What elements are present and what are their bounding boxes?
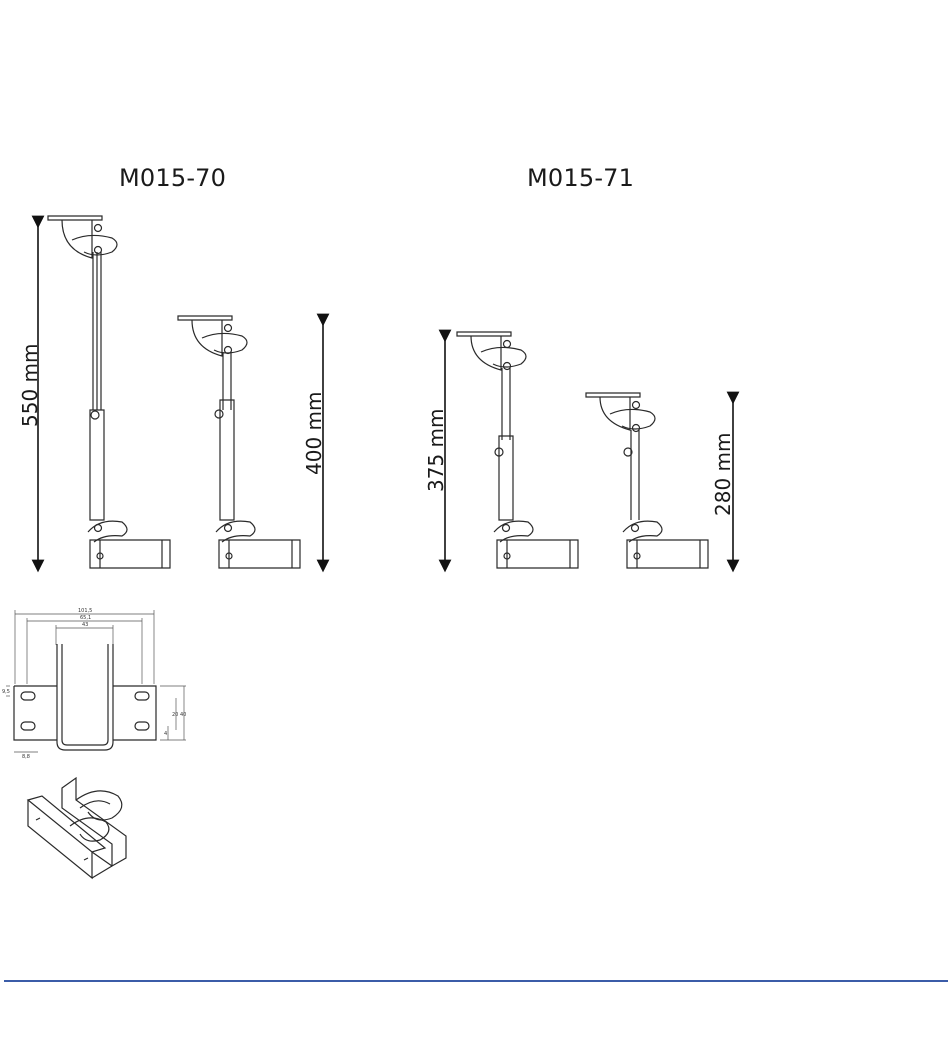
bracket-top-view: 101,5 65,1 43 9,5 8,8 20 40 4 (2, 608, 186, 760)
stand-m015-71-collapsed (586, 393, 708, 568)
footer-divider (4, 980, 948, 982)
stand-m015-70-collapsed (178, 316, 300, 568)
dim-text-channel: 43 (82, 622, 88, 628)
dim-text-r1: 20 (172, 712, 178, 718)
dim-text-total-width: 101,5 (78, 608, 92, 614)
stand-m015-71-extended (457, 332, 578, 568)
dim-text-slot-span: 65,1 (80, 615, 91, 621)
stand-m015-70-extended (48, 216, 170, 568)
dim-text-bottom-left: 8,8 (22, 754, 30, 760)
dim-text-left-offset: 9,5 (2, 689, 10, 695)
dim-text-r3: 4 (164, 731, 167, 737)
dim-text-r2: 40 (180, 712, 186, 718)
bracket-isometric-view (28, 778, 126, 878)
